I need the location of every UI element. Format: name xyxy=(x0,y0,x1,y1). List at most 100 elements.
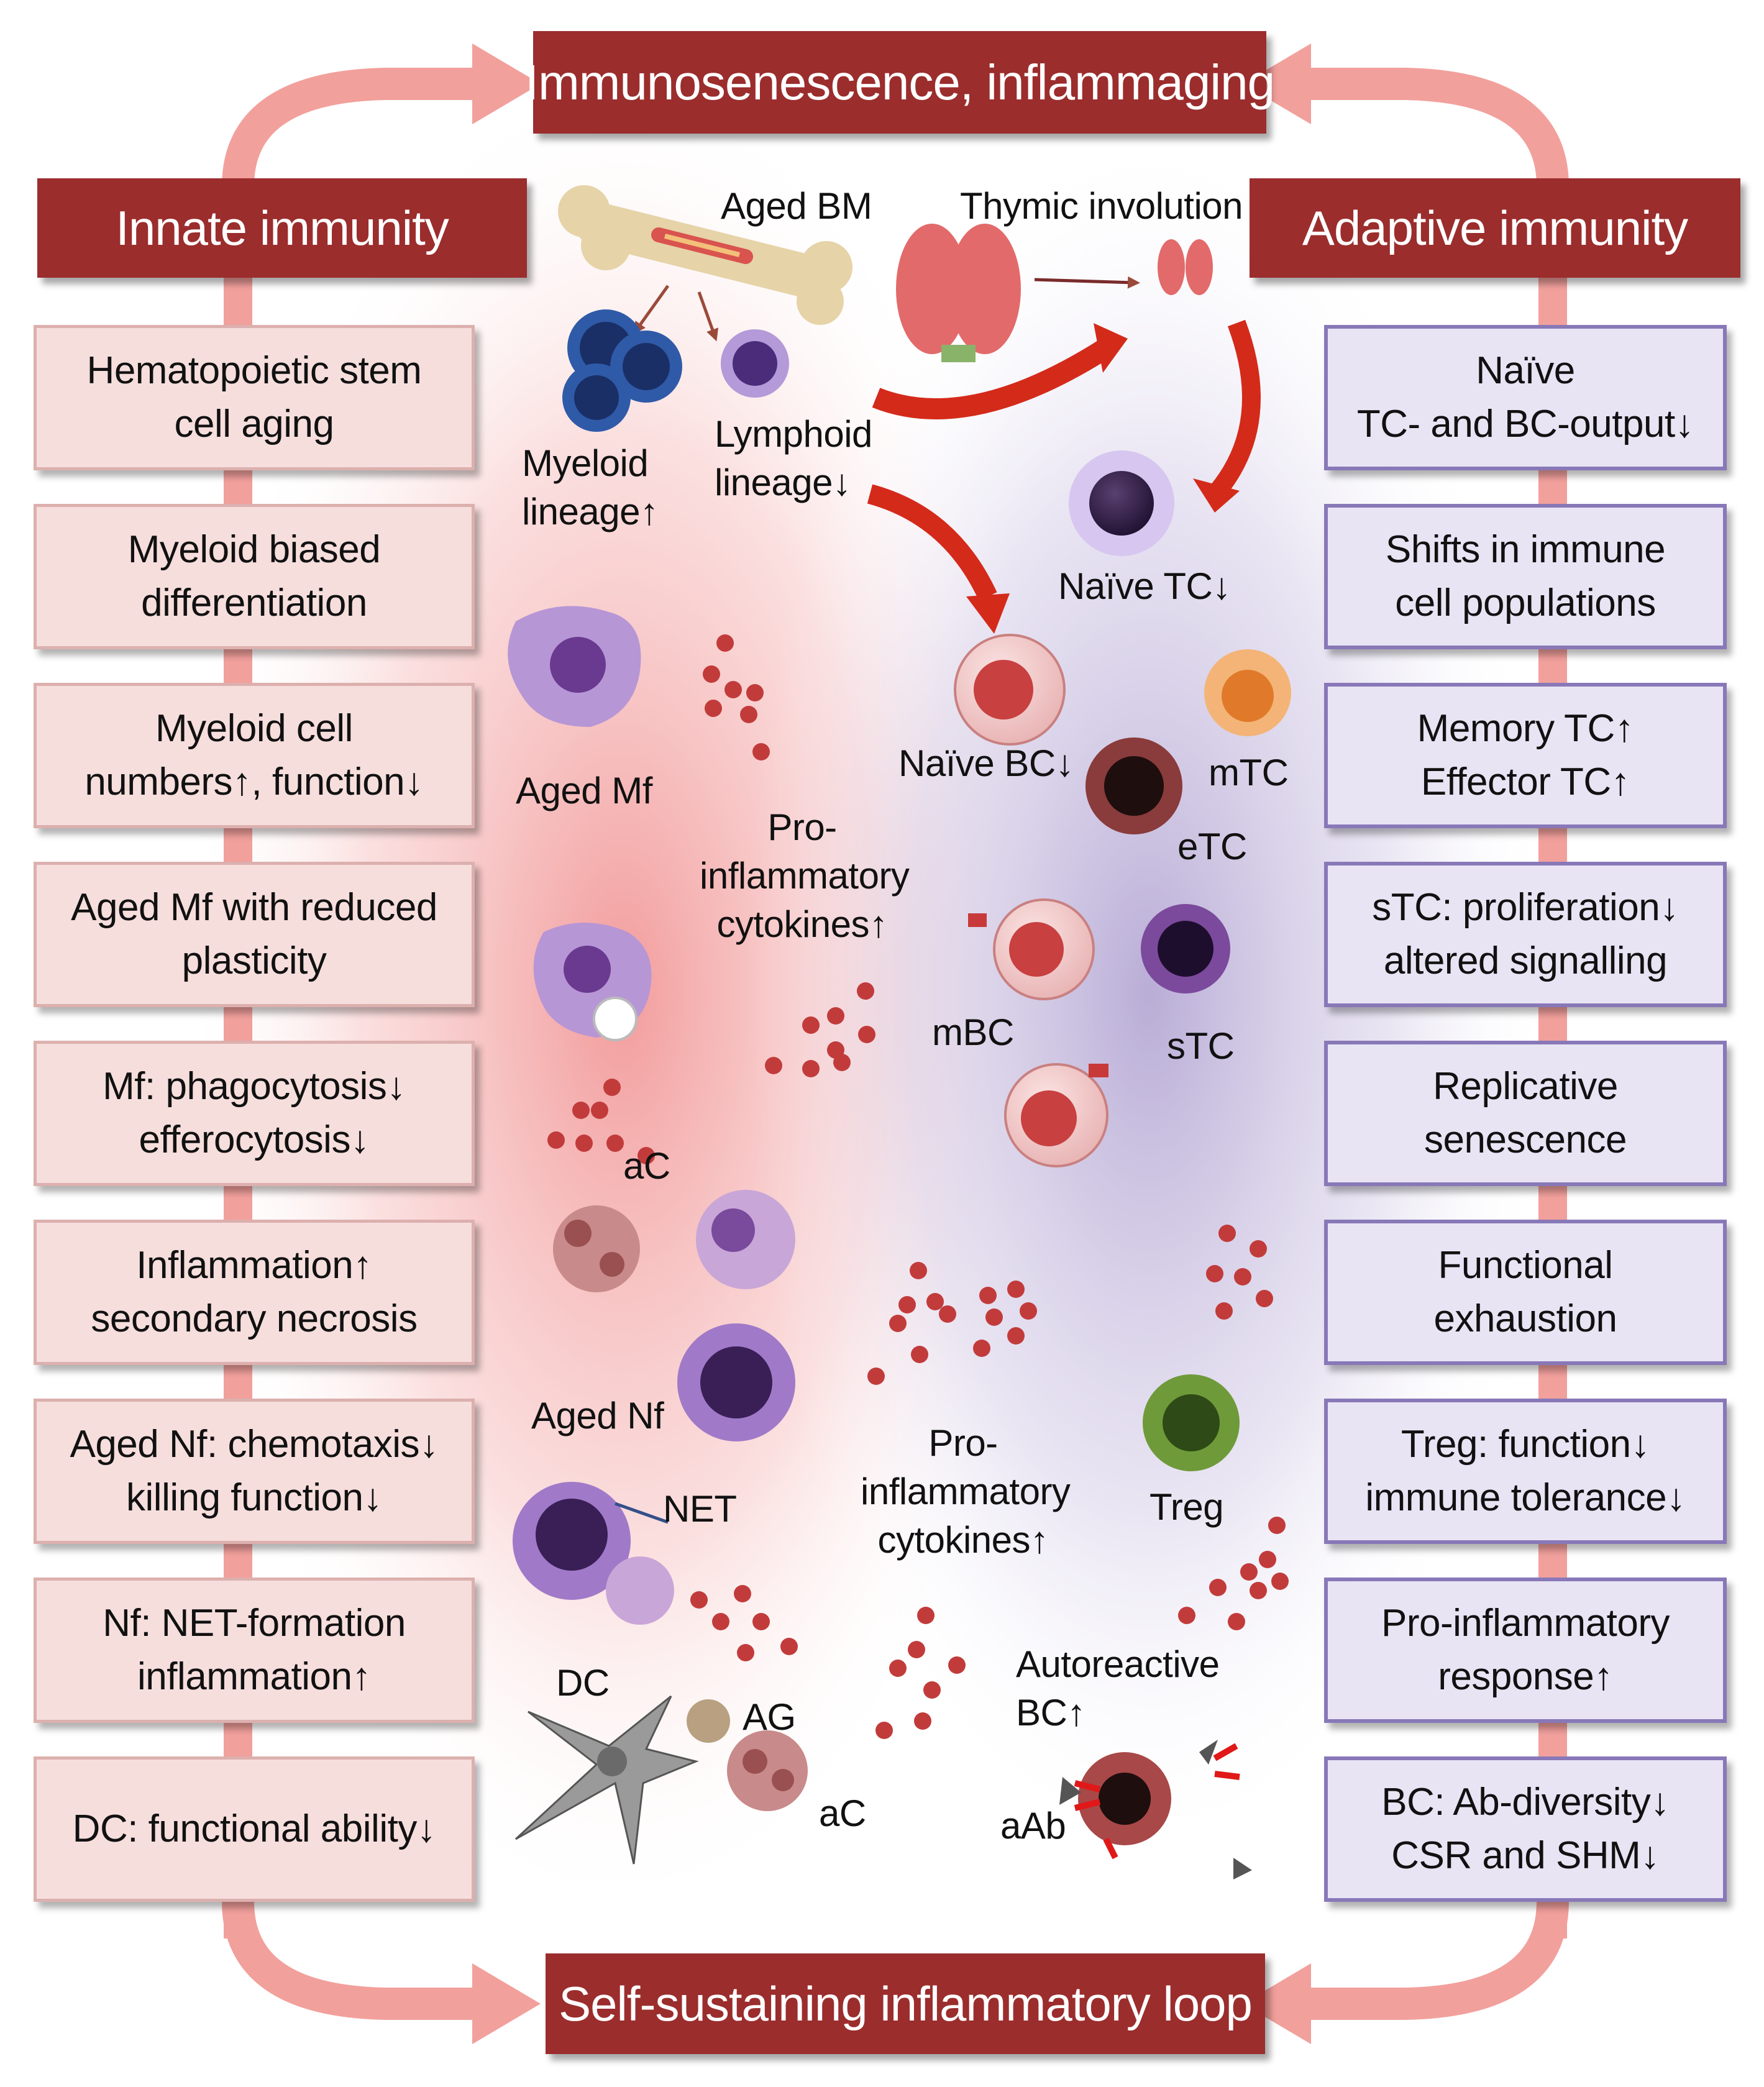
cytokine-dot xyxy=(858,1026,875,1043)
myeloid-cells xyxy=(562,309,682,432)
cytokine-dot xyxy=(737,1644,754,1661)
cytokine-dot xyxy=(1234,1268,1251,1286)
label-mtc: mTC xyxy=(1209,752,1289,793)
cytokine-dot xyxy=(1209,1579,1227,1596)
innate-item: Nf: NET-formation inflammation↑ xyxy=(34,1578,475,1723)
cytokine-dot xyxy=(716,634,734,652)
adaptive-item: Shifts in immune cell populations xyxy=(1324,504,1727,649)
adaptive-item: BC: Ab-diversity↓ CSR and SHM↓ xyxy=(1324,1756,1727,1902)
innate-item: DC: functional ability↓ xyxy=(34,1756,475,1902)
cytokine-dot xyxy=(889,1315,907,1332)
cytokine-dot xyxy=(917,1607,935,1624)
cytokine-dot xyxy=(1268,1517,1286,1534)
cytokine-dot xyxy=(908,1641,925,1658)
label-lymphoid-lineage: Lymphoid lineage↓ xyxy=(715,413,872,503)
label-ac-upper: aC xyxy=(623,1145,670,1187)
adaptive-item: Pro-inflammatory response↑ xyxy=(1324,1578,1727,1723)
autoreactive-bc xyxy=(1059,1740,1252,1879)
cytokine-dot xyxy=(1271,1573,1289,1590)
label-treg: Treg xyxy=(1149,1486,1224,1528)
innate-item: Mf: phagocytosis↓ efferocytosis↓ xyxy=(34,1041,475,1186)
label-stc: sTC xyxy=(1167,1025,1235,1067)
cytokine-dot xyxy=(705,700,722,717)
cytokine-dot xyxy=(802,1060,820,1077)
cytokine-dot xyxy=(833,1054,851,1071)
cytokine-dot xyxy=(603,1079,621,1096)
label-aged-nf: Aged Nf xyxy=(531,1395,664,1436)
label-ag: AG xyxy=(743,1696,796,1738)
label-etc: eTC xyxy=(1177,826,1247,867)
cytokine-dot xyxy=(780,1638,798,1655)
cytokine-dot xyxy=(1215,1302,1233,1320)
cytokine-dot xyxy=(752,1613,770,1630)
thymus-illustration xyxy=(896,224,1213,362)
adaptive-item: Treg: function↓ immune tolerance↓ xyxy=(1324,1399,1727,1544)
cytokine-dot xyxy=(1250,1240,1267,1258)
cytokine-dot xyxy=(690,1591,708,1609)
cytokine-dot xyxy=(948,1656,966,1674)
apoptotic-cells xyxy=(553,1190,808,1811)
label-ac-lower: aC xyxy=(819,1792,866,1834)
adaptive-item: Replicative senescence xyxy=(1324,1041,1727,1186)
cytokine-dot xyxy=(914,1712,931,1730)
cytokine-dot xyxy=(606,1135,624,1152)
cytokine-dot xyxy=(575,1135,593,1152)
cytokine-dot xyxy=(638,1147,655,1164)
cytokine-dot xyxy=(985,1308,1003,1326)
bone-illustration xyxy=(558,185,852,325)
cytokine-dot xyxy=(1178,1607,1195,1624)
cytokine-dot xyxy=(712,1613,729,1630)
adaptive-item: Memory TC↑ Effector TC↑ xyxy=(1324,683,1727,828)
cytokine-dot xyxy=(1250,1582,1267,1599)
adaptive-item: Naïve TC- and BC-output↓ xyxy=(1324,325,1727,470)
header-bottom: Self-sustaining inflammatory loop xyxy=(546,1953,1265,2054)
label-mbc: mBC xyxy=(932,1012,1014,1053)
adaptive-item: Functional exhaustion xyxy=(1324,1220,1727,1365)
cytokine-dot xyxy=(703,665,720,683)
cytokine-dot xyxy=(740,706,757,723)
cytokine-dot xyxy=(857,982,874,1000)
innate-immunity-title: Innate immunity xyxy=(37,178,527,278)
innate-item: Myeloid biased differentiation xyxy=(34,504,475,649)
label-thymic-involution: Thymic involution xyxy=(960,185,1243,227)
adaptive-item: sTC: proliferation↓ altered signalling xyxy=(1324,862,1727,1007)
cytokine-dot xyxy=(547,1131,565,1149)
cytokine-dot xyxy=(1007,1327,1025,1345)
innate-item: Inflammation↑ secondary necrosis xyxy=(34,1220,475,1365)
cytokine-dot xyxy=(875,1722,893,1739)
innate-item: Hematopoietic stem cell aging xyxy=(34,325,475,470)
cytokine-dot xyxy=(734,1585,751,1602)
innate-item: Myeloid cell numbers↑, function↓ xyxy=(34,683,475,828)
cytokine-dot xyxy=(1218,1225,1236,1242)
cytokine-dot xyxy=(572,1102,590,1119)
label-autoreactive-bc: Autoreactive BC↑ xyxy=(1016,1643,1220,1733)
label-cytokines-lower: Pro- inflammatory cytokines↑ xyxy=(861,1422,1071,1561)
cytokine-dot xyxy=(910,1262,927,1279)
innate-item: Aged Nf: chemotaxis↓ killing function↓ xyxy=(34,1399,475,1544)
adaptive-immunity-title: Adaptive immunity xyxy=(1250,178,1740,278)
dendritic-cell xyxy=(514,1695,699,1865)
cytokine-dot xyxy=(889,1660,907,1677)
label-cytokines-upper: Pro- inflammatory cytokines↑ xyxy=(700,806,910,945)
cytokine-dot xyxy=(1240,1563,1258,1581)
cytokine-dot xyxy=(911,1346,928,1363)
cytokine-dot xyxy=(939,1305,956,1323)
label-dc: DC xyxy=(556,1662,610,1704)
cytokine-dot xyxy=(1259,1551,1276,1568)
cytokine-dot xyxy=(591,1102,608,1119)
cytokine-dot xyxy=(724,681,742,698)
cytokine-dot xyxy=(898,1296,916,1313)
aged-mf-phagocytosis xyxy=(533,923,652,1041)
aged-mf-cell xyxy=(508,606,641,727)
cytokine-dot xyxy=(802,1016,820,1034)
cytokine-dot xyxy=(1206,1265,1223,1282)
cytokine-dot xyxy=(867,1368,885,1385)
cytokine-dot xyxy=(973,1340,990,1357)
cytokine-dots xyxy=(547,634,1289,1739)
net-cell xyxy=(513,1482,674,1625)
label-net: NET xyxy=(663,1488,737,1530)
header-top: Immunosenescence, inflammaging xyxy=(525,31,1275,134)
cytokine-dot xyxy=(752,743,770,760)
cytokine-dot xyxy=(923,1681,941,1699)
